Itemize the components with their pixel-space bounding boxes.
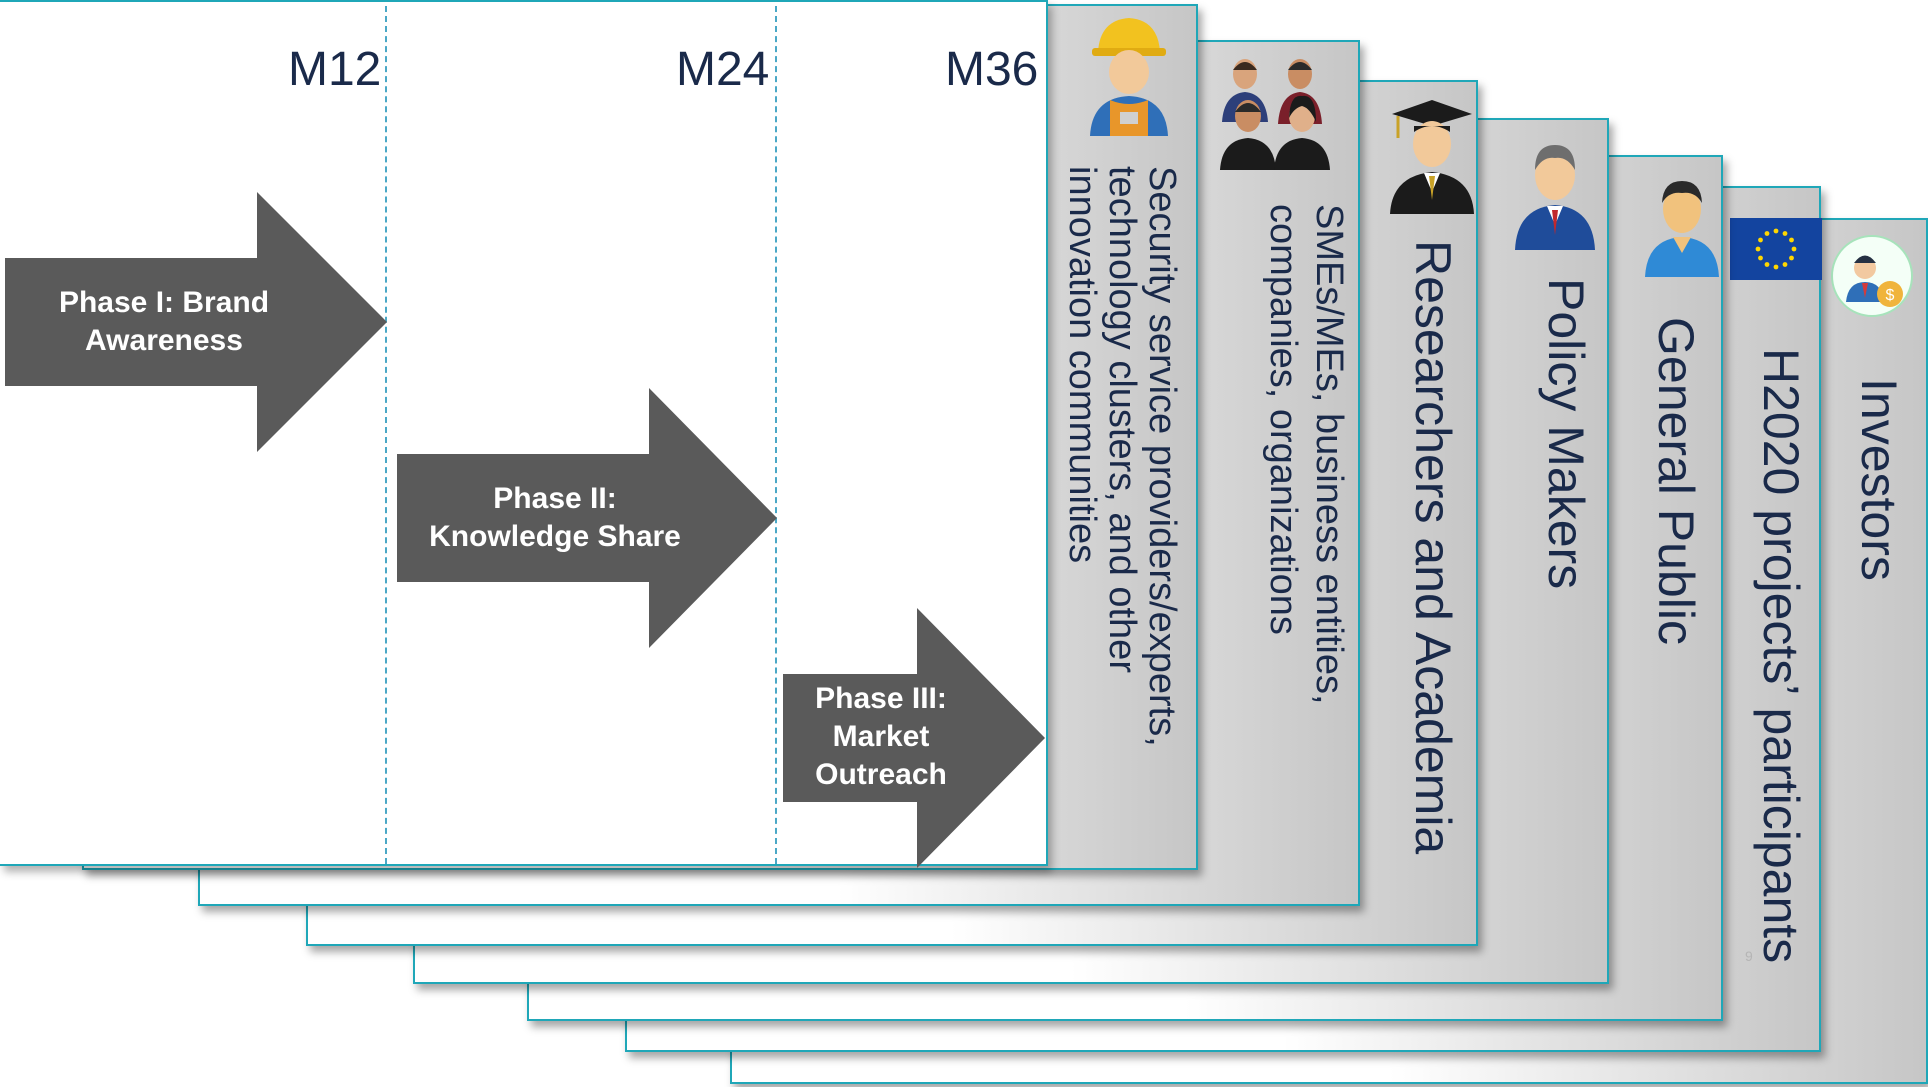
page-number: 9: [1745, 948, 1753, 964]
phase-2-label: Phase II: Knowledge Share: [429, 482, 681, 553]
audience-label-h2020: H2020 projects’ participants: [1753, 348, 1809, 964]
milestone-divider-m12: [385, 6, 387, 864]
milestone-m12: M12: [288, 43, 382, 96]
audience-label-smes: SMEs/MEs, business entities, companies, …: [1262, 204, 1350, 705]
politician-icon: [1515, 145, 1595, 250]
graduate-icon: [1390, 100, 1474, 214]
business-group-icon: [1220, 59, 1330, 170]
phase-3-label: Phase III: Market Outreach: [815, 682, 947, 791]
milestone-m36: M36: [945, 43, 1039, 96]
phase-1-label: Phase I: Brand Awareness: [58, 286, 270, 357]
person-icon: [1645, 181, 1719, 277]
svg-text:$: $: [1886, 287, 1895, 304]
construction-worker-icon: [1090, 18, 1168, 136]
phase-1-arrow: [5, 192, 387, 452]
phase-3-arrow: [783, 608, 1045, 868]
audience-label-investors: Investors: [1851, 378, 1907, 581]
eu-flag-icon: [1730, 218, 1822, 280]
audience-label-security: Security service providers/experts, tech…: [1061, 166, 1183, 747]
timeline-panel: M12 M24 M36 Phase I: Brand Awareness Pha…: [0, 0, 1048, 868]
investor-icon: $: [1831, 235, 1913, 317]
audience-label-researchers: Researchers and Academia: [1405, 240, 1461, 855]
milestone-m24: M24: [676, 43, 770, 96]
audience-label-general-public: General Public: [1648, 317, 1704, 645]
phase-2-arrow: [397, 388, 777, 648]
milestone-divider-m24: [775, 6, 777, 864]
audience-label-policy-makers: Policy Makers: [1538, 278, 1594, 590]
